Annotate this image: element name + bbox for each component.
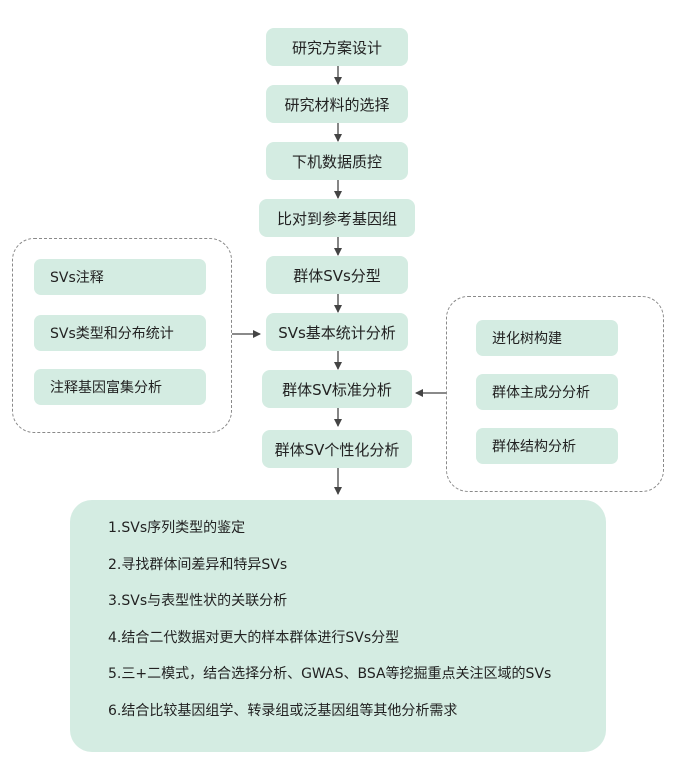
- right-item-pca: 群体主成分分析: [476, 374, 618, 410]
- outcome-item: 5.三+二模式，结合选择分析、GWAS、BSA等挖掘重点关注区域的SVs: [108, 666, 552, 683]
- right-group-frame: [446, 296, 664, 492]
- outcome-item: 6.结合比较基因组学、转录组或泛基因组等其他分析需求: [108, 702, 458, 719]
- outcome-item: 2.寻找群体间差异和特异SVs: [108, 556, 288, 573]
- outcome-item: 3.SVs与表型性状的关联分析: [108, 593, 288, 610]
- step-sv-genotyping: 群体SVs分型: [266, 256, 408, 294]
- outcome-item: 4.结合二代数据对更大的样本群体进行SVs分型: [108, 629, 400, 646]
- left-group-frame: [12, 238, 232, 433]
- right-item-population-structure: 群体结构分析: [476, 428, 618, 464]
- left-item-gene-enrichment: 注释基因富集分析: [34, 369, 206, 405]
- step-sv-custom-analysis: 群体SV个性化分析: [262, 430, 412, 468]
- step-research-design: 研究方案设计: [266, 28, 408, 66]
- outcomes-box: 1.SVs序列类型的鉴定 2.寻找群体间差异和特异SVs 3.SVs与表型性状的…: [70, 500, 606, 752]
- step-sv-basic-stats: SVs基本统计分析: [266, 313, 408, 351]
- step-data-qc: 下机数据质控: [266, 142, 408, 180]
- right-item-phylogenetic-tree: 进化树构建: [476, 320, 618, 356]
- outcomes-list: 1.SVs序列类型的鉴定 2.寻找群体间差异和特异SVs 3.SVs与表型性状的…: [108, 518, 606, 721]
- step-sv-standard-analysis: 群体SV标准分析: [262, 370, 412, 408]
- outcome-item: 1.SVs序列类型的鉴定: [108, 520, 246, 536]
- step-align-reference: 比对到参考基因组: [259, 199, 415, 237]
- left-item-sv-annotation: SVs注释: [34, 259, 206, 295]
- step-material-selection: 研究材料的选择: [266, 85, 408, 123]
- left-item-sv-type-distribution: SVs类型和分布统计: [34, 315, 206, 351]
